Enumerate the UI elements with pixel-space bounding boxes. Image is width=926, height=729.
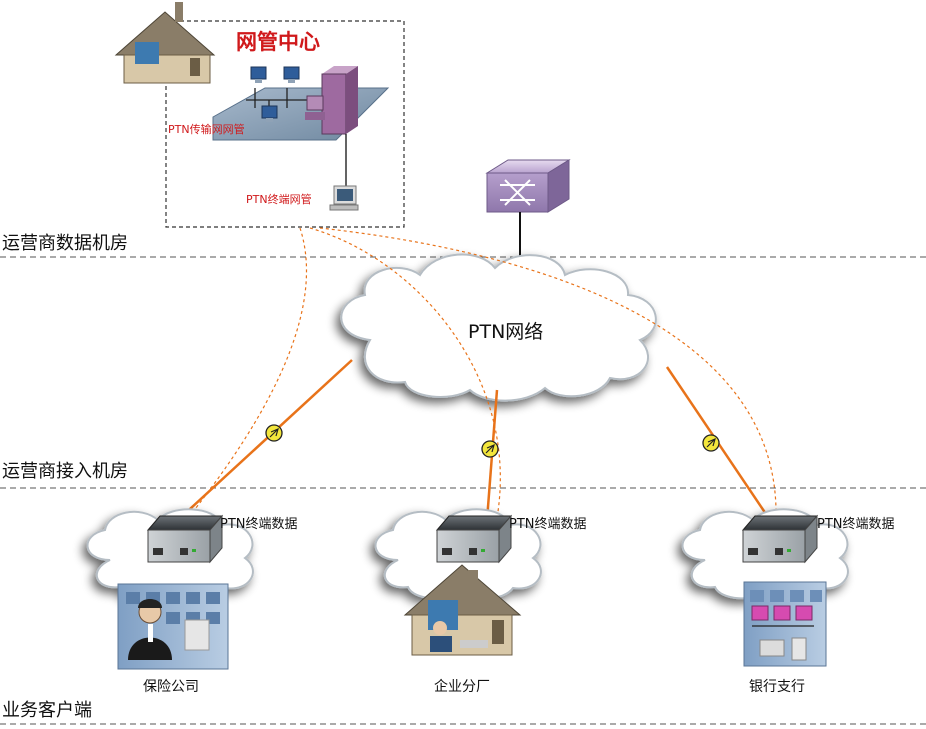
pc-icon bbox=[250, 66, 267, 83]
ptn-terminal-device-icon bbox=[435, 514, 513, 564]
zone-label-datacenter: 运营商数据机房 bbox=[2, 233, 128, 254]
zone-label-client: 业务客户端 bbox=[2, 700, 92, 721]
site-label: 企业分厂 bbox=[434, 678, 490, 695]
mgmt-link-insurance bbox=[187, 227, 308, 519]
operator-person-icon bbox=[128, 599, 210, 660]
site-label: 保险公司 bbox=[143, 679, 199, 695]
terminal-nms-label: PTN终端网管 bbox=[246, 192, 312, 206]
house-icon bbox=[114, 2, 216, 84]
mgmt-link-factory bbox=[309, 227, 501, 519]
switch-icon bbox=[485, 159, 571, 213]
server-icon bbox=[305, 66, 358, 135]
terminal-device-label: PTN终端数据 bbox=[509, 516, 587, 532]
ptn-terminal-device-icon bbox=[146, 514, 224, 564]
bank-branch-icon bbox=[743, 581, 827, 667]
pc-icon bbox=[329, 185, 359, 211]
pc-icon bbox=[261, 105, 278, 122]
ptn-cloud bbox=[340, 253, 657, 402]
nms-center-title: 网管中心 bbox=[236, 30, 320, 54]
pc-icon bbox=[283, 66, 300, 83]
ptn-link-insurance bbox=[177, 359, 353, 521]
ptn-terminal-device-icon bbox=[741, 514, 819, 564]
ptn-network-label: PTN网络 bbox=[468, 321, 543, 343]
nms-center-box bbox=[165, 20, 405, 228]
transport-nms-label: PTN传输网网管 bbox=[168, 122, 245, 136]
terminal-device-label: PTN终端数据 bbox=[817, 516, 895, 532]
link-marker-icon bbox=[702, 434, 720, 452]
link-marker-icon bbox=[481, 440, 499, 458]
terminal-device-label: PTN终端数据 bbox=[220, 516, 298, 532]
link-marker-icon bbox=[265, 424, 283, 442]
zone-label-access: 运营商接入机房 bbox=[2, 461, 128, 482]
site-label: 银行支行 bbox=[749, 679, 805, 695]
house-icon bbox=[403, 564, 522, 656]
